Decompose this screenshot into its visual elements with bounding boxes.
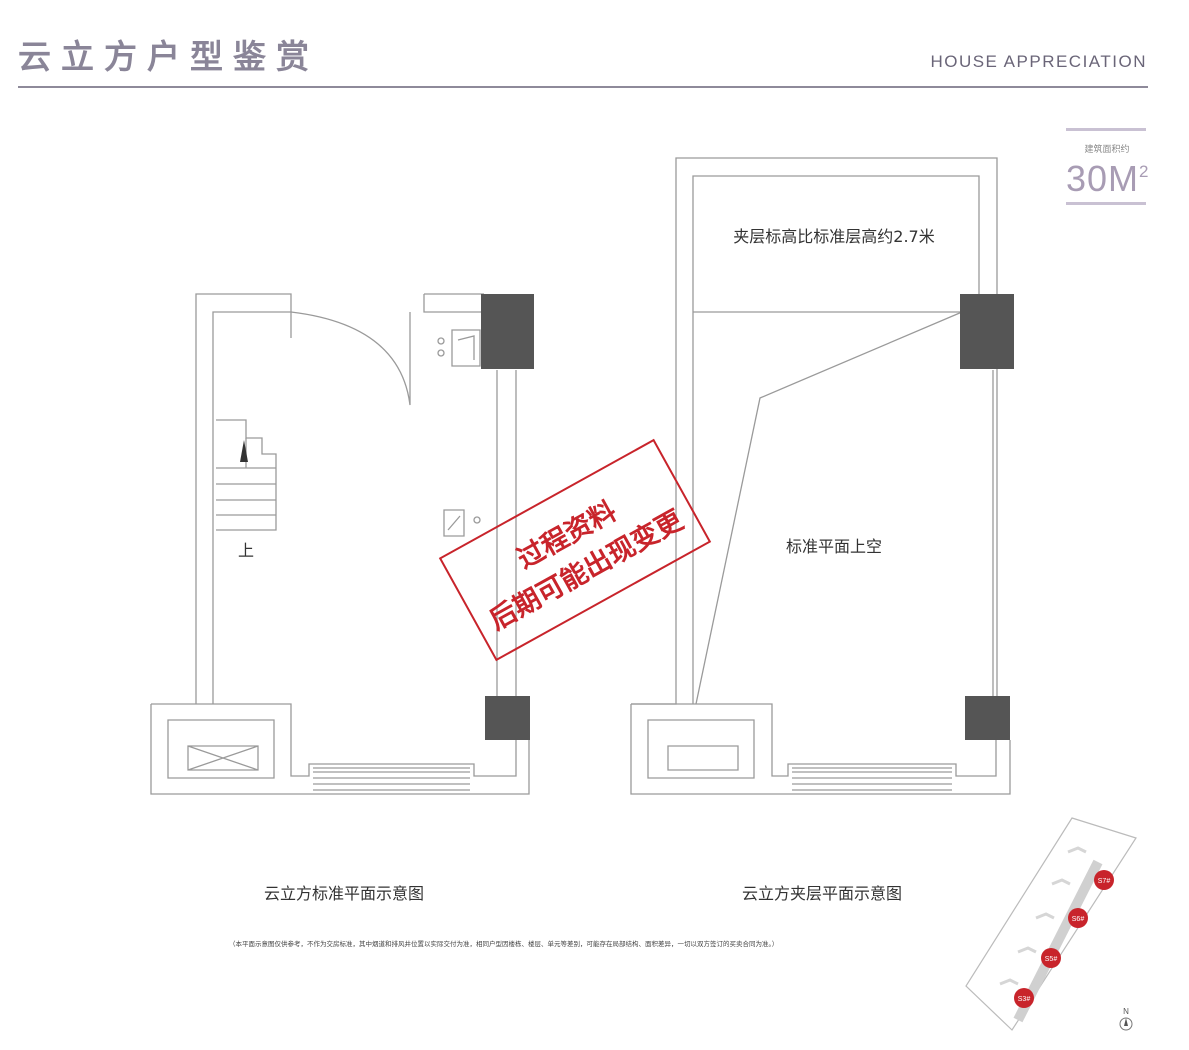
void-boundary <box>695 311 963 705</box>
right-plan-window <box>792 767 952 791</box>
left-plan-outer-wall-left <box>195 293 292 704</box>
left-plan-right-wall <box>496 370 517 696</box>
kitchen-sink-icon <box>451 329 481 367</box>
area-caption: 建筑面积约 <box>1084 145 1130 155</box>
ac-unit-icon <box>187 745 259 771</box>
mezzanine-plan-caption: 云立方夹层平面示意图 <box>741 884 902 903</box>
building-marker-s3 <box>1014 988 1034 1008</box>
right-plan-bottom-outer <box>630 704 1011 795</box>
stair-up-label: 上 <box>238 541 254 560</box>
left-plan-bottom-inner <box>151 703 517 777</box>
structural-column <box>481 294 534 369</box>
compass-needle-icon <box>1124 1018 1128 1026</box>
area-badge: 建筑面积约 30M2 <box>1066 128 1148 206</box>
area-number: 30 <box>1066 158 1109 199</box>
building-label-s6: S6# <box>1072 916 1085 923</box>
stamp-border <box>438 438 712 662</box>
right-plan-balcony-box <box>647 719 755 779</box>
building-marks <box>999 846 1087 986</box>
building-marker-s5 <box>1041 948 1061 968</box>
page-subtitle: HOUSE APPRECIATION <box>930 52 1147 71</box>
mezzanine-height-note: 夹层标高比标准层高约2.7米 <box>733 227 934 246</box>
disclaimer-note: （本平面示意图仅供参考，不作为交房标准，其中烟道和排风井位置以实际交付为准，相同… <box>229 940 779 948</box>
left-plan-bottom-outer <box>150 704 530 795</box>
standard-floor-plan <box>150 293 530 795</box>
left-plan-balcony-box <box>167 719 275 779</box>
left-plan-top-wall-right-inner <box>423 294 484 313</box>
standard-plan-caption: 云立方标准平面示意图 <box>263 884 424 903</box>
washbasin-icon <box>443 509 465 537</box>
right-plan-inner-wall <box>692 175 980 704</box>
revision-stamp: 过程资料 后期可能出现变更 <box>438 438 712 662</box>
area-badge-top-bar <box>1066 128 1146 131</box>
compass-label: N <box>1123 1007 1129 1016</box>
stove-burner-icon <box>437 349 445 357</box>
building-label-s3: S3# <box>1018 996 1031 1003</box>
header-divider <box>18 86 1148 88</box>
stair-treads <box>216 438 276 516</box>
page-title: 云立方户型鉴赏 <box>18 37 319 76</box>
left-plan-window <box>313 767 470 791</box>
structural-column <box>485 696 530 740</box>
structural-column <box>960 294 1014 369</box>
entry-door <box>290 311 411 406</box>
site-outline <box>965 817 1137 1031</box>
ac-unit-icon <box>667 745 739 771</box>
area-value: 30M2 <box>1066 158 1148 200</box>
drain-icon <box>473 516 481 524</box>
building-label-s5: S5# <box>1045 956 1058 963</box>
stair-up-arrow-icon <box>240 440 248 462</box>
area-badge-bottom-bar <box>1066 202 1146 205</box>
building-label-s7: S7# <box>1098 878 1111 885</box>
staircase <box>216 419 277 531</box>
area-unit-sup: 2 <box>1139 162 1150 181</box>
void-label: 标准平面上空 <box>786 537 882 556</box>
left-plan-inner-wall-left <box>212 311 291 704</box>
structural-column <box>965 696 1010 740</box>
building-marker-s7 <box>1094 870 1114 890</box>
right-plan-bottom-inner <box>631 703 997 777</box>
building-marker-s6 <box>1068 908 1088 928</box>
area-unit: M <box>1108 158 1140 199</box>
mezzanine-floor-plan <box>630 157 1011 795</box>
stove-burner-icon <box>437 337 445 345</box>
location-map: S7# S6# S5# S3# N <box>965 817 1137 1031</box>
